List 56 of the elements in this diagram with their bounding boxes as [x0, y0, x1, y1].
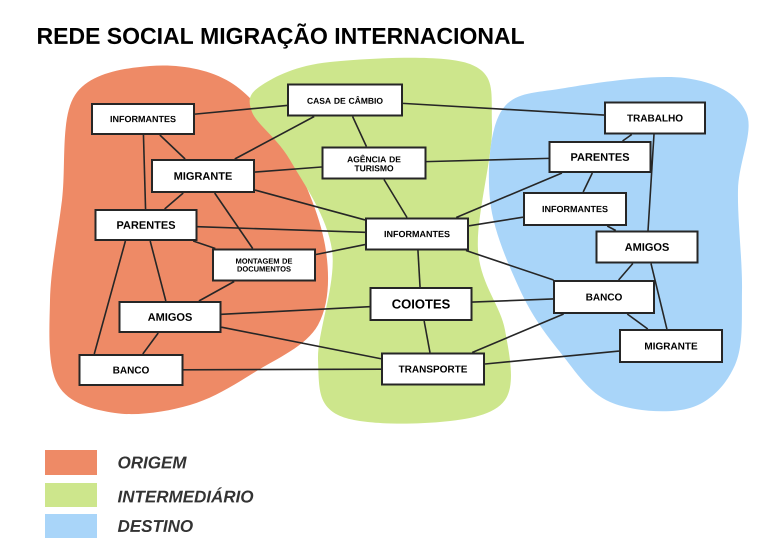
connector-line	[142, 134, 146, 210]
label-box: AGÊNCIA DE TURISMO	[322, 146, 426, 180]
label-box: PARENTES	[548, 141, 652, 173]
connector-line	[650, 263, 668, 330]
connector-line	[472, 313, 564, 354]
connector-line	[647, 134, 655, 231]
connector-line	[142, 332, 159, 354]
connector-line	[456, 172, 562, 218]
connector-line	[417, 250, 421, 288]
connector-line	[468, 216, 524, 227]
label-box: AMIGOS	[596, 230, 698, 264]
connector-line	[316, 244, 366, 256]
connector-line	[164, 192, 184, 210]
label-box: TRABALHO	[604, 102, 706, 134]
legend-label: INTERMEDIÁRIO	[118, 487, 254, 503]
label-box: INFORMANTES	[91, 103, 195, 135]
label-box: COIOTES	[370, 287, 472, 321]
connector-line	[149, 240, 167, 302]
connector-line	[484, 350, 620, 365]
legend-label: DESTINO	[118, 520, 193, 532]
connector-line	[221, 326, 382, 360]
connector-line	[426, 158, 549, 162]
label-box: BANCO	[553, 280, 655, 314]
title: REDE SOCIAL MIGRAÇÃO INTERNACIONAL	[38, 23, 524, 49]
connector-line	[234, 116, 315, 160]
connector-line	[197, 226, 366, 234]
connector-line	[254, 189, 366, 221]
label-box: MIGRANTE	[151, 159, 255, 193]
connector-line	[184, 368, 381, 371]
label-box: MIGRANTE	[619, 329, 723, 363]
label-box: PARENTES	[94, 209, 198, 241]
connector-line	[221, 306, 370, 316]
connector-line	[402, 102, 604, 116]
label-box: BANCO	[78, 354, 184, 386]
connector-line	[626, 313, 648, 330]
label-box: INFORMANTES	[523, 192, 627, 226]
label-box: CASA DE CÂMBIO	[287, 84, 403, 116]
label-box: TRANSPORTE	[381, 352, 485, 386]
connector-line	[423, 320, 431, 353]
connector-line	[618, 262, 634, 281]
connector-line	[606, 225, 616, 232]
connector-line	[192, 240, 216, 250]
connector-line	[622, 134, 632, 142]
connector-line	[194, 104, 288, 115]
connector-line	[214, 192, 254, 249]
connector-line	[383, 179, 408, 218]
connector-line	[582, 172, 594, 192]
connector-line	[472, 298, 554, 303]
label-box: INFORMANTES	[365, 218, 469, 250]
connector-line	[198, 280, 235, 302]
connector-line	[254, 166, 322, 173]
connector-line	[159, 134, 186, 160]
legend-label: ORIGEM	[118, 456, 187, 469]
connector-line	[93, 240, 126, 354]
connector-line	[352, 116, 368, 147]
label-box: AMIGOS	[118, 301, 222, 333]
